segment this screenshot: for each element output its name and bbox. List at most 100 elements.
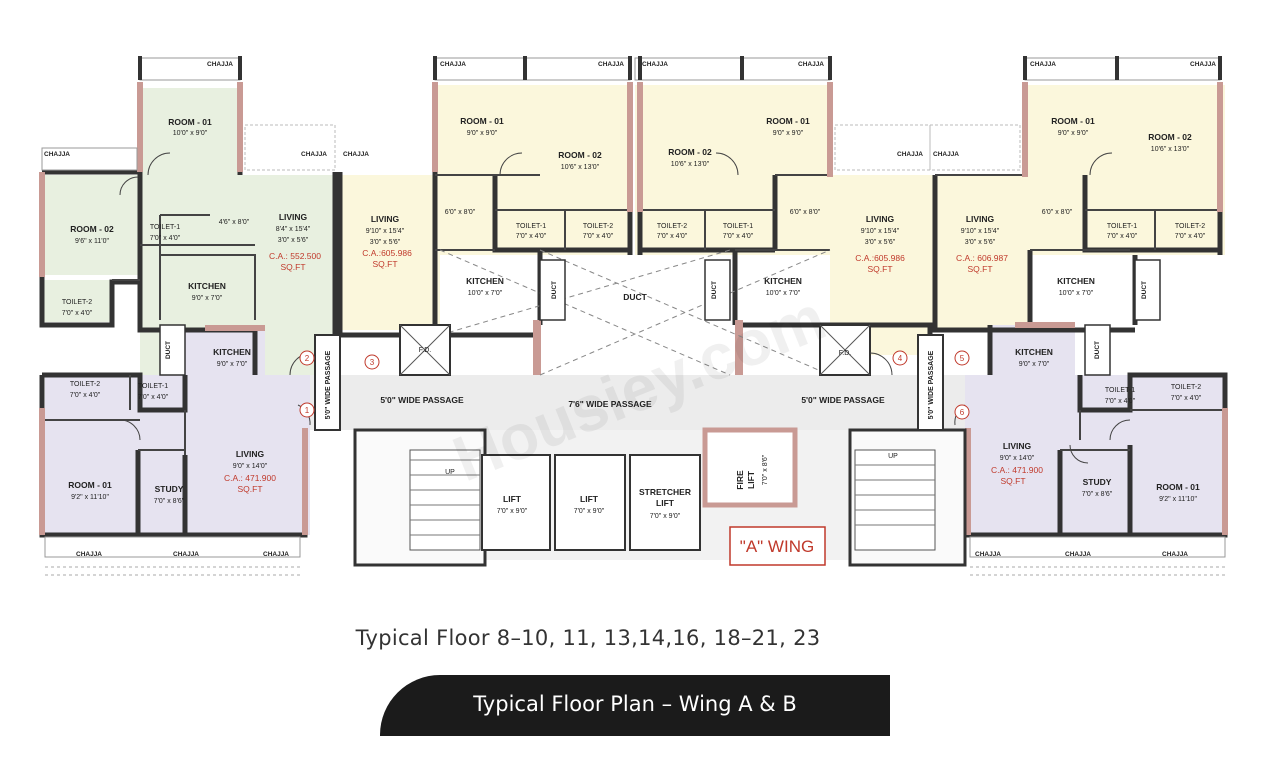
room-label: ROOM - 01 bbox=[1156, 482, 1200, 492]
room-label: LIVING bbox=[966, 214, 995, 224]
room-dim: 10'6" x 13'0" bbox=[561, 164, 600, 171]
room-label: TOILET-2 bbox=[657, 223, 687, 230]
chajja-label: CHAJJA bbox=[76, 551, 102, 558]
core bbox=[159, 249, 1161, 567]
duct-label: DUCT bbox=[623, 292, 647, 302]
room-label: LIVING bbox=[236, 449, 265, 459]
stair-up-label: UP bbox=[445, 469, 455, 476]
room-label: TOILET-1 bbox=[1107, 223, 1137, 230]
floor-list-caption: Typical Floor 8–10, 11, 13,14,16, 18–21,… bbox=[355, 626, 821, 650]
room-label: STUDY bbox=[1083, 477, 1112, 487]
room-label: ROOM - 01 bbox=[460, 116, 504, 126]
carpet-area: C.A.:605.986 bbox=[855, 253, 905, 263]
room-dim: 9'0" x 7'0" bbox=[217, 361, 248, 368]
marker-6: 6 bbox=[960, 408, 965, 417]
carpet-area-unit: SQ.FT bbox=[372, 259, 397, 269]
carpet-area-unit: SQ.FT bbox=[280, 262, 305, 272]
chajja-label: CHAJJA bbox=[343, 151, 369, 158]
unit-right bbox=[930, 85, 1225, 330]
wing-label: "A" WING bbox=[740, 537, 814, 556]
passage-label: 5'0" WIDE PASSAGE bbox=[801, 395, 885, 405]
chajja-bottom bbox=[44, 536, 1226, 576]
room-dim: 3'0" x 5'6" bbox=[370, 239, 401, 246]
room-dim: 10'0" x 9'0" bbox=[173, 130, 208, 137]
chajja-label: CHAJJA bbox=[1030, 61, 1056, 68]
carpet-area-unit: SQ.FT bbox=[967, 264, 992, 274]
markers bbox=[299, 350, 970, 420]
chajja-label: CHAJJA bbox=[173, 551, 199, 558]
room-dim: 7'0" x 4'0" bbox=[657, 233, 688, 240]
room-label: LIVING bbox=[866, 214, 895, 224]
room-dim: 10'6" x 13'0" bbox=[1151, 146, 1190, 153]
fd-label: F.D. bbox=[839, 350, 852, 357]
unit-left-center bbox=[340, 85, 630, 330]
room-dim: 9'0" x 9'0" bbox=[467, 130, 498, 137]
room-dim: 7'0" x 4'0" bbox=[1175, 233, 1206, 240]
room-label: KITCHEN bbox=[466, 276, 504, 286]
room-dim: 7'0" x 4'0" bbox=[150, 235, 181, 242]
fire-lift-label: FIRE bbox=[735, 470, 745, 490]
room-dim: 9'0" x 9'0" bbox=[773, 130, 804, 137]
room-label: TOILET-2 bbox=[583, 223, 613, 230]
core-labels: DUCT F.D. F.D. 5'0" WIDE PASSAGE 7'6" WI… bbox=[325, 292, 935, 556]
room-dim: 7'0" x 4'0" bbox=[1105, 398, 1136, 405]
room-dim: 7'0" x 4'0" bbox=[723, 233, 754, 240]
room-label: KITCHEN bbox=[1057, 276, 1095, 286]
carpet-area: C.A.: 471.900 bbox=[991, 465, 1043, 475]
passage-vertical-label: 5'0" WIDE PASSAGE bbox=[928, 350, 935, 419]
carpet-area: C.A.:605.986 bbox=[362, 248, 412, 258]
doors bbox=[119, 152, 1131, 464]
room-dim: 9'10" x 15'4" bbox=[366, 228, 405, 235]
lift-dim: 7'0" x 9'0" bbox=[574, 508, 605, 515]
room-label: ROOM - 01 bbox=[766, 116, 810, 126]
duct-shaft-label: DUCT bbox=[711, 281, 718, 299]
room-dim: 9'2" x 11'10" bbox=[1159, 496, 1197, 503]
chajja-label: CHAJJA bbox=[933, 151, 959, 158]
room-dim: 9'0" x 14'0" bbox=[1000, 455, 1035, 462]
room-dim: 3'0" x 5'6" bbox=[865, 239, 896, 246]
title-banner bbox=[380, 675, 890, 736]
room-dim: 7'0" x 8'6" bbox=[1082, 491, 1113, 498]
lift-dim: 7'0" x 9'0" bbox=[497, 508, 528, 515]
room-label: TOILET-1 bbox=[138, 383, 168, 390]
room-label: KITCHEN bbox=[764, 276, 802, 286]
room-label: TOILET-1 bbox=[516, 223, 546, 230]
room-label: TOILET-2 bbox=[62, 299, 92, 306]
chajja-label: CHAJJA bbox=[642, 61, 668, 68]
stair-up-label: UP bbox=[888, 453, 898, 460]
chajja-label: CHAJJA bbox=[301, 151, 327, 158]
chajja-label: CHAJJA bbox=[897, 151, 923, 158]
chajja-label: CHAJJA bbox=[798, 61, 824, 68]
unit-right-bottom bbox=[965, 325, 1225, 535]
room-dim: 7'0" x 4'0" bbox=[138, 394, 169, 401]
passage-label: 7'6" WIDE PASSAGE bbox=[568, 399, 652, 409]
room-dim: 10'0" x 7'0" bbox=[468, 290, 503, 297]
chajja-label: CHAJJA bbox=[1162, 551, 1188, 558]
room-label: ROOM - 01 bbox=[168, 117, 212, 127]
carpet-area-unit: SQ.FT bbox=[867, 264, 892, 274]
chajja-label: CHAJJA bbox=[1190, 61, 1216, 68]
chajja-label: CHAJJA bbox=[1065, 551, 1091, 558]
room-dim: 6'0" x 8'0" bbox=[1042, 209, 1073, 216]
chajja-label: CHAJJA bbox=[44, 151, 70, 158]
room-dim: 10'0" x 7'0" bbox=[766, 290, 801, 297]
room-dim: 7'0" x 4'0" bbox=[583, 233, 614, 240]
duct-shaft-label: DUCT bbox=[551, 281, 558, 299]
room-label: TOILET-1 bbox=[723, 223, 753, 230]
marker-3: 3 bbox=[370, 358, 375, 367]
carpet-area-unit: SQ.FT bbox=[237, 484, 262, 494]
title-banner-text: Typical Floor Plan – Wing A & B bbox=[473, 692, 797, 716]
room-dim: 7'0" x 4'0" bbox=[516, 233, 547, 240]
room-label: LIVING bbox=[1003, 441, 1032, 451]
stretcher-lift-label: LIFT bbox=[656, 498, 675, 508]
room-dim: 9'0" x 7'0" bbox=[192, 295, 223, 302]
passage-area bbox=[310, 375, 965, 430]
fire-lift-dim: 7'0" x 8'6" bbox=[762, 454, 769, 485]
room-label: LIVING bbox=[279, 212, 308, 222]
room-label: ROOM - 02 bbox=[558, 150, 602, 160]
room-dim: 7'0" x 4'0" bbox=[1107, 233, 1138, 240]
room-dim: 9'10" x 15'4" bbox=[861, 228, 900, 235]
room-dim: 6'0" x 8'0" bbox=[790, 209, 821, 216]
chajja-label: CHAJJA bbox=[263, 551, 289, 558]
room-dim: 9'0" x 14'0" bbox=[233, 463, 268, 470]
